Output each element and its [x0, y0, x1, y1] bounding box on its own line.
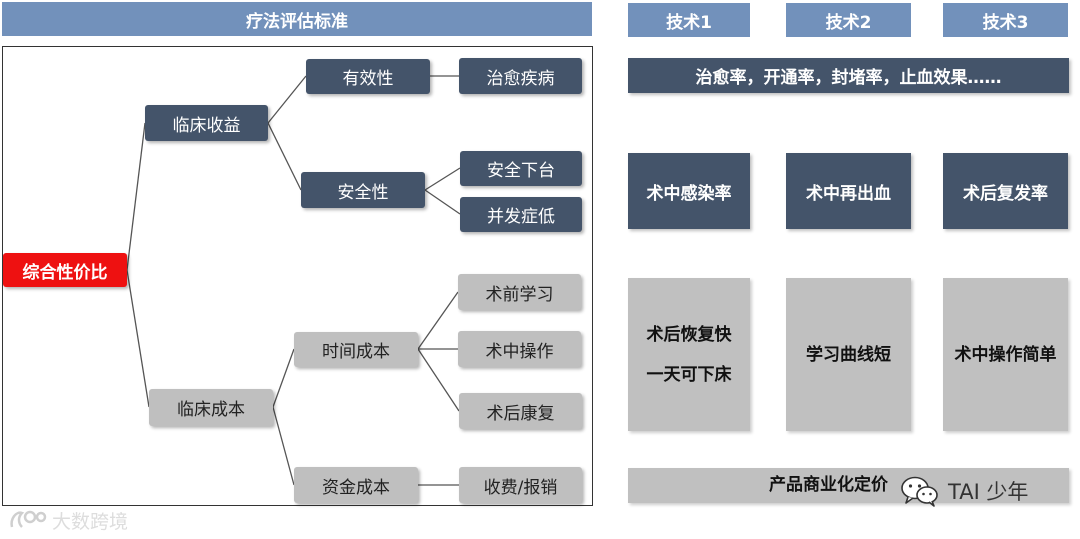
commercial-pricing-bar: 产品商业化定价	[628, 468, 1069, 503]
time-tech-1-line-1: 术后恢复快	[646, 324, 732, 345]
leaf-safe-finish: 安全下台	[460, 151, 582, 186]
node-efficacy-label: 有效性	[342, 69, 394, 89]
time-tech-1-line-2: 一天可下床	[646, 364, 732, 385]
connector-time-leaf3	[417, 348, 460, 412]
watermark-brand-text: 大数跨境	[52, 510, 129, 533]
tech-header-1: 技术1	[628, 3, 750, 37]
watermark-wechat-text: TAI 少年	[948, 480, 1029, 504]
node-money-cost: 资金成本	[294, 467, 418, 503]
time-tech-3: 术中操作简单	[943, 278, 1068, 431]
safety-tech-2-label: 术中再出血	[806, 183, 891, 204]
node-time-cost: 时间成本	[294, 332, 418, 367]
node-safety: 安全性	[301, 172, 425, 208]
leaf-preop-learning: 术前学习	[458, 274, 581, 310]
watermark-wechat: TAI 少年	[900, 474, 1070, 508]
leaf-safe-finish-label: 安全下台	[487, 161, 555, 181]
node-clinical-benefit-label: 临床收益	[172, 115, 241, 136]
leaf-postop-recovery-label: 术后康复	[486, 403, 555, 424]
time-tech-2: 学习曲线短	[786, 278, 911, 431]
connector-safety-leaf2	[424, 189, 461, 215]
wechat-icon	[901, 476, 938, 507]
node-efficacy: 有效性	[306, 59, 430, 94]
connector-root-benefit	[126, 122, 146, 271]
leaf-fee-reimbursement: 收费/报销	[459, 467, 582, 503]
tree-connectors	[126, 75, 461, 486]
node-clinical-cost: 临床成本	[149, 389, 273, 426]
leaf-intraop-operation: 术中操作	[458, 331, 581, 367]
leaf-intraop-operation-label: 术中操作	[485, 341, 554, 362]
node-time-cost-label: 时间成本	[322, 342, 390, 362]
node-clinical-cost-label: 临床成本	[177, 400, 245, 420]
root-node-label: 综合性价比	[22, 262, 108, 283]
connector-benefit-efficacy	[267, 75, 307, 124]
time-tech-3-line-1: 术中操作简单	[954, 344, 1057, 365]
connector-cost-time	[272, 348, 295, 408]
efficacy-metrics-label: 治愈率，开通率，封堵率，止血效果……	[695, 68, 1002, 88]
leaf-preop-learning-label: 术前学习	[485, 284, 554, 305]
node-safety-label: 安全性	[337, 182, 389, 203]
leaf-cure-disease-label: 治愈疾病	[486, 68, 555, 89]
node-money-cost-label: 资金成本	[322, 477, 390, 498]
watermark-brand: 大数跨境	[8, 505, 178, 535]
commercial-pricing-label: 产品商业化定价	[769, 475, 888, 495]
efficacy-metrics-bar: 治愈率，开通率，封堵率，止血效果……	[628, 58, 1069, 93]
brand-logo-icon	[10, 510, 47, 528]
connector-safety-leaf1	[424, 167, 461, 191]
tech-header-3: 技术3	[943, 3, 1068, 37]
connector-cost-money	[272, 406, 295, 486]
safety-tech-1-label: 术中感染率	[646, 183, 732, 204]
leaf-low-complication: 并发症低	[460, 197, 582, 232]
time-tech-2-line-1: 学习曲线短	[806, 344, 891, 365]
safety-tech-3-label: 术后复发率	[963, 183, 1048, 204]
node-clinical-benefit: 临床收益	[145, 105, 268, 141]
connector-benefit-safety	[267, 122, 302, 191]
leaf-postop-recovery: 术后康复	[459, 393, 582, 429]
time-tech-1: 术后恢复快 一天可下床	[628, 278, 750, 431]
tech-header-2: 技术2	[786, 3, 911, 37]
root-node: 综合性价比	[3, 253, 127, 287]
safety-tech-1: 术中感染率	[628, 153, 750, 229]
safety-tech-2: 术中再出血	[786, 153, 911, 229]
tech-header-2-label: 技术2	[825, 12, 872, 33]
left-header-title: 疗法评估标准	[246, 11, 348, 32]
leaf-low-complication-label: 并发症低	[487, 207, 555, 227]
leaf-cure-disease: 治愈疾病	[459, 58, 582, 94]
left-header: 疗法评估标准	[2, 2, 592, 36]
tech-header-1-label: 技术1	[666, 12, 712, 33]
connector-time-leaf1	[417, 291, 459, 350]
connector-root-cost	[126, 269, 150, 408]
leaf-fee-reimbursement-label: 收费/报销	[483, 477, 558, 498]
tech-header-3-label: 技术3	[982, 12, 1029, 33]
safety-tech-3: 术后复发率	[943, 153, 1068, 229]
